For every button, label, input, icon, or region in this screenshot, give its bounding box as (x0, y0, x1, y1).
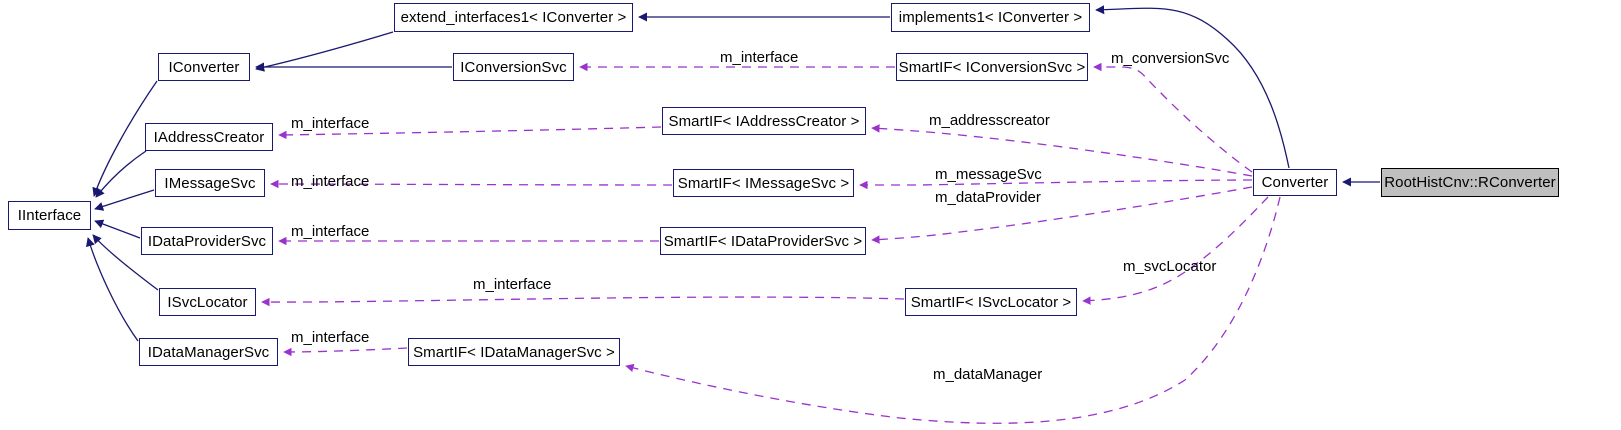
edge-converter-conversionsvc (1093, 62, 1253, 173)
node-smartif-idataprovidersvc[interactable]: SmartIF< IDataProviderSvc > (660, 227, 866, 255)
node-label: SmartIF< IAddressCreator > (668, 112, 860, 130)
edge-idatamanagersvc-iinterface (85, 237, 139, 342)
node-label: extend_interfaces1< IConverter > (400, 9, 627, 26)
node-label: IDataManagerSvc (147, 343, 270, 361)
node-converter[interactable]: Converter (1253, 169, 1337, 196)
edge-converter-addresscreator (871, 124, 1253, 177)
node-smartif-isvclocator[interactable]: SmartIF< ISvcLocator > (905, 288, 1077, 316)
node-label: RootHistCnv::RConverter (1384, 174, 1556, 191)
edge-idataprovidersvc-iinterface (94, 219, 141, 239)
node-extend-interfaces1[interactable]: extend_interfaces1< IConverter > (394, 3, 633, 32)
node-iaddresscreator[interactable]: IAddressCreator (145, 123, 273, 151)
node-label: SmartIF< IMessageSvc > (677, 174, 850, 192)
node-smartif-iaddresscreator[interactable]: SmartIF< IAddressCreator > (662, 107, 866, 135)
node-idataprovidersvc[interactable]: IDataProviderSvc (141, 227, 273, 255)
node-smartif-idatamanagersvc[interactable]: SmartIF< IDataManagerSvc > (408, 338, 620, 366)
node-roothistcnv-rconverter[interactable]: RootHistCnv::RConverter (1381, 168, 1559, 197)
edge-imessagesvc-iinterface (94, 189, 155, 211)
node-label: SmartIF< IConversionSvc > (898, 58, 1086, 76)
node-idatamanagersvc[interactable]: IDataManagerSvc (139, 338, 278, 366)
node-label: IConversionSvc (460, 58, 567, 76)
edge-label-m-interface-conversionsvc: m_interface (720, 49, 799, 66)
edge-smartif-isvclocator-usage (261, 296, 905, 307)
node-label: SmartIF< IDataManagerSvc > (413, 343, 615, 361)
node-smartif-imessagesvc[interactable]: SmartIF< IMessageSvc > (673, 169, 854, 197)
node-isvclocator[interactable]: ISvcLocator (159, 288, 256, 316)
node-iconversionsvc[interactable]: IConversionSvc (453, 53, 574, 81)
edge-iaddresscreator-iinterface (95, 150, 147, 198)
edge-label-m-svclocator: m_svcLocator (1123, 258, 1217, 275)
edge-label-m-conversionsvc: m_conversionSvc (1111, 50, 1230, 67)
edge-label-m-dataprovider: m_dataProvider (935, 189, 1041, 206)
node-label: SmartIF< IDataProviderSvc > (663, 232, 863, 250)
edge-converter-messagesvc (859, 179, 1253, 190)
edge-label-m-datamanager: m_dataManager (933, 366, 1043, 383)
edge-label-m-interface-dataprovidersvc: m_interface (291, 223, 370, 240)
edge-label-m-interface-messagesvc: m_interface (291, 173, 370, 190)
node-label: IAddressCreator (153, 128, 265, 146)
node-label: IInterface (17, 207, 82, 224)
node-implements1[interactable]: implements1< IConverter > (891, 3, 1090, 32)
edge-converter-implements1 (1095, 5, 1290, 169)
edge-converter-svclocator (1082, 196, 1269, 305)
node-iconverter[interactable]: IConverter (158, 53, 250, 81)
edge-smartif-idatamanagersvc-usage (283, 347, 408, 357)
node-label: Converter (1261, 174, 1329, 191)
node-label: IMessageSvc (164, 174, 256, 192)
node-label: IConverter (168, 58, 240, 76)
edge-label-m-interface-svclocator: m_interface (473, 276, 552, 293)
node-label: IDataProviderSvc (147, 232, 267, 250)
edge-label-m-interface-addresscreator: m_interface (291, 115, 370, 132)
node-label: SmartIF< ISvcLocator > (910, 293, 1072, 311)
edge-extendinterfaces1-iconverter (255, 31, 394, 72)
edge-converter-dataprovider (871, 186, 1253, 244)
node-label: implements1< IConverter > (898, 9, 1083, 26)
node-label: ISvcLocator (167, 293, 248, 311)
edge-label-m-interface-datamanagersvc: m_interface (291, 329, 370, 346)
node-iinterface[interactable]: IInterface (8, 201, 91, 230)
node-imessagesvc[interactable]: IMessageSvc (155, 169, 265, 197)
edge-label-m-messagesvc: m_messageSvc (935, 166, 1042, 183)
edge-label-m-addresscreator: m_addresscreator (929, 112, 1050, 129)
node-smartif-iconversionsvc[interactable]: SmartIF< IConversionSvc > (896, 53, 1088, 81)
